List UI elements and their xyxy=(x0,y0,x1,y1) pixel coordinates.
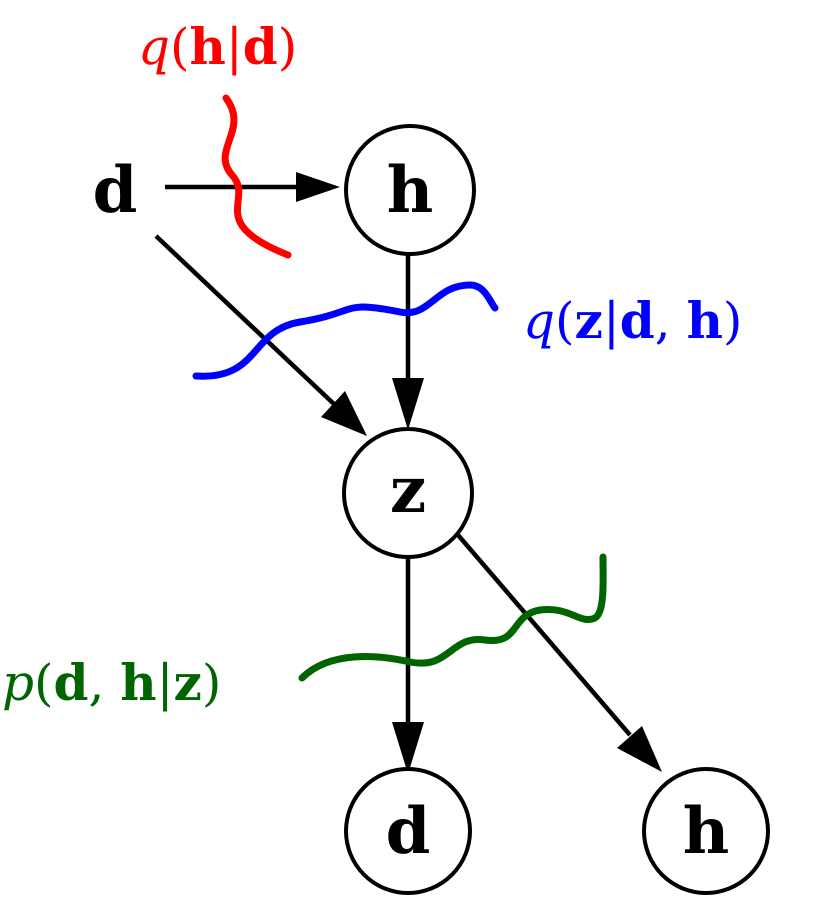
edge-d-to-z xyxy=(154,234,337,407)
red-wave-curve xyxy=(221,94,292,259)
node-h-top-label: h xyxy=(387,153,434,228)
blue-wave-curve xyxy=(192,281,499,380)
node-z-label: z xyxy=(390,453,426,528)
node-d-out-label: d xyxy=(386,794,431,869)
node-h-out-circle xyxy=(642,767,770,895)
node-input-d: d xyxy=(93,153,138,228)
node-h-out: h xyxy=(642,767,770,895)
node-h-out-label: h xyxy=(683,794,730,869)
arrowhead-z-to-h xyxy=(617,726,662,772)
edge-z-to-h xyxy=(456,533,632,737)
arrowhead-d-to-h xyxy=(296,172,340,202)
label-q-h-given-d: q(h|d) xyxy=(138,17,297,76)
node-h-top: h xyxy=(344,124,476,256)
label-p-dh-given-z: p(d, h|z) xyxy=(2,653,221,712)
label-q-z-given-dh: q(z|d, h) xyxy=(523,291,742,350)
green-wave-curve xyxy=(298,553,607,682)
arrowhead-h-to-z xyxy=(392,378,424,430)
node-d-out-circle xyxy=(344,767,472,895)
node-d-out: d xyxy=(344,767,472,895)
node-z-circle xyxy=(342,427,474,559)
arrowhead-z-to-d xyxy=(392,722,424,774)
arrowhead-d-to-z xyxy=(321,391,367,436)
node-h-top-circle xyxy=(344,124,476,256)
node-z: z xyxy=(342,427,474,559)
